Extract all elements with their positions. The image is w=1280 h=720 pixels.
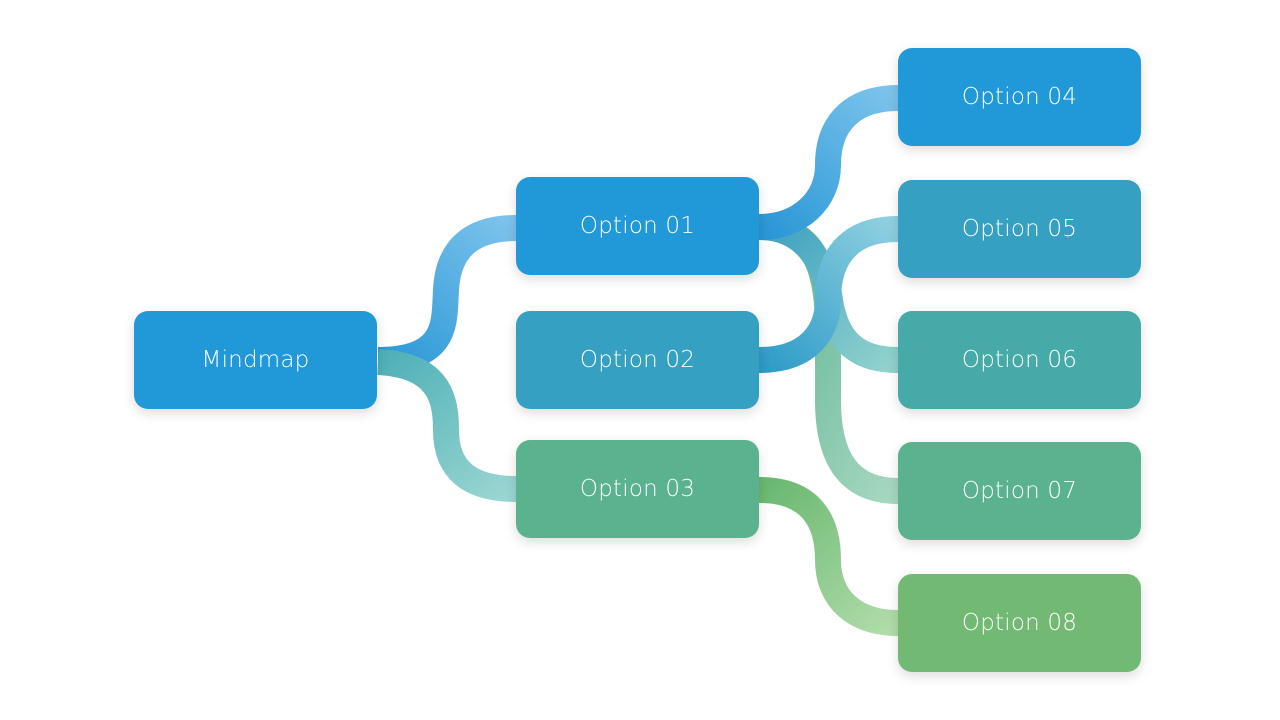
mindmap-root-node[interactable]: Mindmap [134,311,377,409]
option-06-node[interactable]: Option 06 [898,311,1141,409]
option-07-node[interactable]: Option 07 [898,442,1141,540]
option-08-label: Option 08 [961,610,1078,636]
mindmap-root-label: Mindmap [201,347,310,373]
option-06-label: Option 06 [961,347,1078,373]
option-05-node[interactable]: Option 05 [898,180,1141,278]
option-02-label: Option 02 [579,347,696,373]
option-07-label: Option 07 [961,478,1078,504]
connector-root-option-01 [377,215,517,373]
option-08-node[interactable]: Option 08 [898,574,1141,672]
option-04-label: Option 04 [961,84,1078,110]
option-01-label: Option 01 [579,213,696,239]
option-03-label: Option 03 [579,476,696,502]
connector-option-03-option-08 [758,477,899,636]
option-01-node[interactable]: Option 01 [516,177,759,275]
option-02-node[interactable]: Option 02 [516,311,759,409]
connector-root-option-03 [376,349,517,502]
option-03-node[interactable]: Option 03 [516,440,759,538]
option-04-node[interactable]: Option 04 [898,48,1141,146]
connector-option-02-option-05 [758,216,899,373]
option-05-label: Option 05 [961,216,1078,242]
connector-option-01-option-04 [758,85,899,240]
